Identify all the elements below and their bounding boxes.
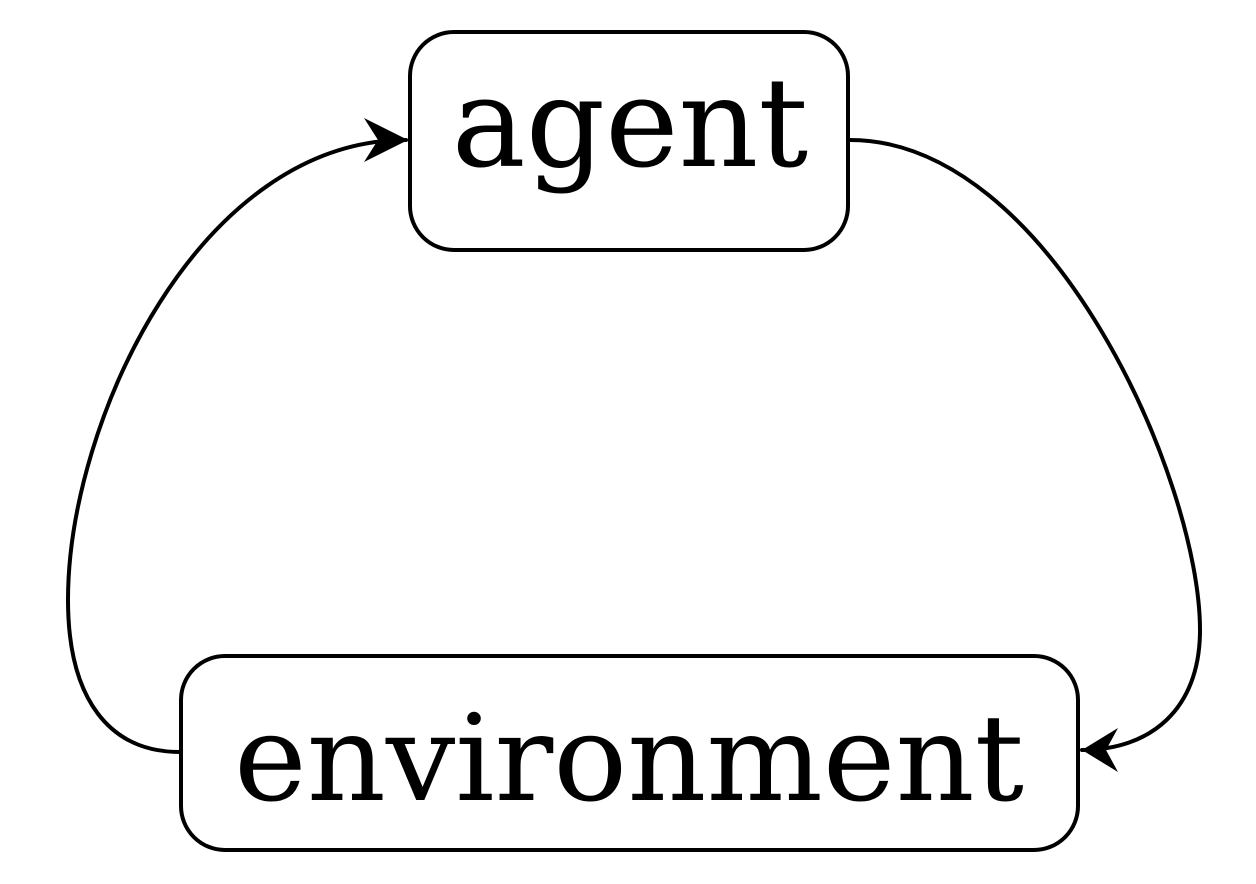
edge-agent-to-environment [848, 138, 1203, 752]
node-agent: agent [408, 30, 850, 252]
node-environment-label: environment [234, 690, 1024, 829]
node-agent-box [408, 30, 850, 252]
node-environment-box [179, 654, 1080, 852]
arrowhead-environment-icon [1082, 728, 1118, 772]
node-agent-label: agent [452, 52, 808, 196]
edge-environment-to-agent [65, 138, 408, 754]
node-environment: environment [179, 654, 1080, 852]
arrowhead-agent-icon [364, 118, 408, 162]
